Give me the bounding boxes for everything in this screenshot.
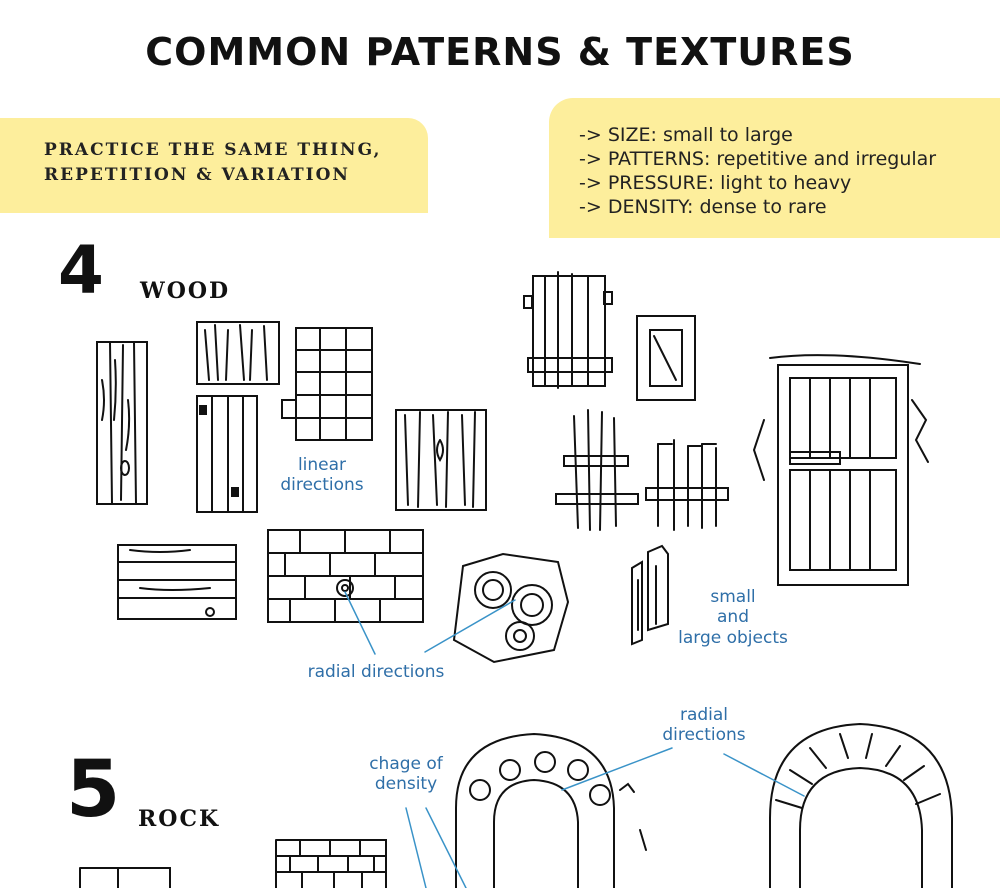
note-radial-rock-line-1: radial — [679, 705, 729, 725]
note-linear-line-1: linear — [297, 455, 347, 475]
practice-line-1: PRACTICE THE SAME THING, — [44, 140, 382, 160]
note-small-line-3: large objects — [678, 627, 788, 648]
wood-window-shutter-sketch — [523, 271, 613, 389]
wood-blocks-sketch — [281, 327, 373, 441]
note-radial-rock-line-2: directions — [662, 725, 746, 746]
wood-grain-square-sketch — [196, 321, 280, 385]
note-density-line-2: density — [374, 774, 438, 795]
rock-stone-arch-left-sketch — [455, 732, 647, 888]
note-density-line-1: chage of — [369, 754, 443, 774]
note-linear-line-2: directions — [280, 475, 364, 496]
note-radial-directions-wood: radial directions — [307, 662, 445, 682]
wood-planks-tied-sketch — [555, 409, 639, 531]
rock-stone-arch-right-sketch — [769, 722, 953, 888]
wood-log-ends-sketch — [452, 552, 570, 664]
note-small-line-1: small — [710, 587, 756, 607]
note-small-line-2: and — [717, 607, 749, 628]
wood-door-sketch — [752, 354, 929, 586]
tip-patterns: -> PATTERNS: repetitive and irregular — [579, 148, 937, 170]
note-radial-directions-rock: radial directions — [652, 705, 756, 746]
page-title: COMMON PATERNS & TEXTURES — [145, 30, 855, 74]
wood-fence-planks-sketch — [645, 439, 729, 531]
note-linear-directions: linear directions — [270, 455, 374, 496]
practice-box: PRACTICE THE SAME THING, REPETITION & VA… — [0, 118, 428, 213]
section-label-rock: ROCK — [138, 806, 221, 832]
rock-blocks-left-sketch — [79, 867, 171, 888]
section-number-rock: 5 — [66, 745, 121, 835]
wood-planks-vertical-sketch — [96, 341, 148, 505]
tip-size: -> SIZE: small to large — [579, 124, 793, 146]
note-small-large-objects: small and large objects — [668, 587, 798, 648]
wood-horizontal-planks-sketch — [117, 544, 237, 620]
tips-box: -> SIZE: small to large -> PATTERNS: rep… — [549, 98, 1000, 238]
note-change-of-density: chage of density — [354, 754, 458, 795]
wood-brick-logs-sketch — [267, 529, 424, 623]
tip-pressure: -> PRESSURE: light to heavy — [579, 172, 852, 194]
wood-planks-short-sketch — [196, 395, 258, 513]
section-number-wood: 4 — [58, 232, 104, 309]
practice-line-2: REPETITION & VARIATION — [44, 165, 350, 185]
annotation-pointer-lines — [344, 591, 805, 888]
rock-brick-wall-sketch — [275, 839, 387, 888]
tip-density: -> DENSITY: dense to rare — [579, 196, 827, 218]
wood-grain-rect-sketch — [395, 409, 487, 511]
wood-small-window-sketch — [636, 315, 696, 401]
section-label-wood: WOOD — [140, 278, 231, 304]
wood-broken-planks-sketch — [631, 544, 669, 646]
